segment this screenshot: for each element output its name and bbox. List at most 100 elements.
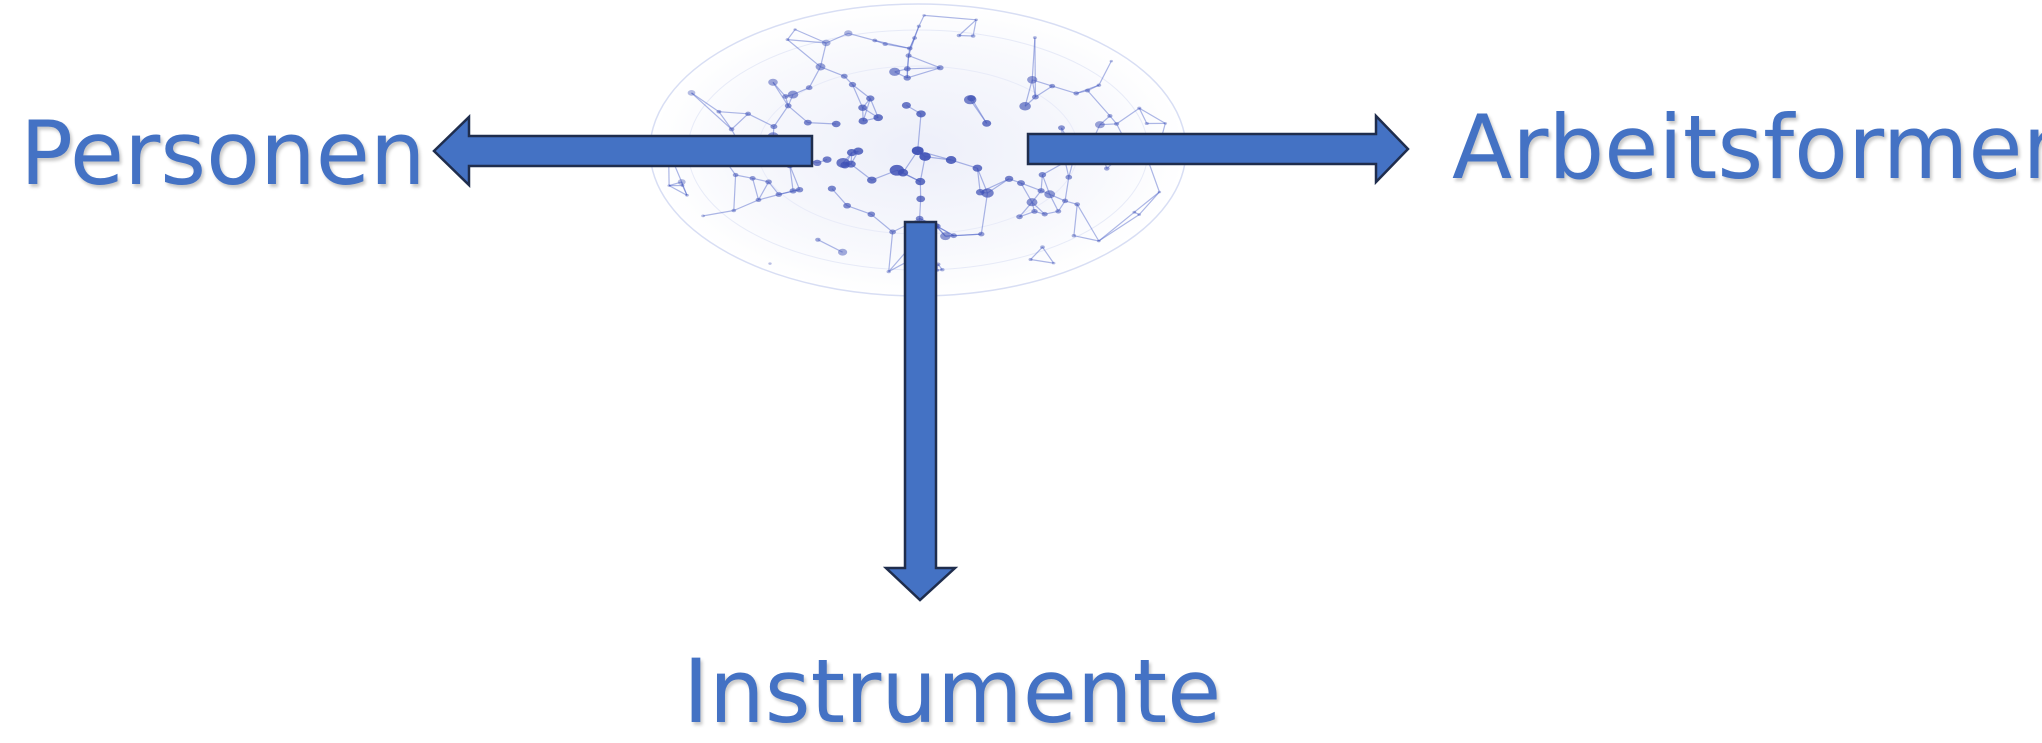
network-node bbox=[1029, 258, 1033, 261]
network-node bbox=[822, 40, 831, 46]
network-node bbox=[813, 160, 821, 166]
network-node bbox=[940, 268, 944, 271]
network-node bbox=[806, 85, 813, 90]
network-node bbox=[816, 63, 826, 70]
network-node bbox=[971, 34, 976, 37]
network-node bbox=[844, 30, 852, 36]
network-node bbox=[1073, 91, 1079, 95]
network-node bbox=[756, 198, 762, 202]
network-node bbox=[786, 38, 790, 41]
network-node bbox=[872, 39, 877, 43]
network-node bbox=[1107, 114, 1112, 118]
network-node bbox=[904, 66, 911, 71]
network-node bbox=[940, 232, 951, 240]
network-node bbox=[685, 194, 689, 197]
network-node bbox=[1044, 190, 1055, 198]
network-node bbox=[1137, 107, 1141, 110]
label-personen: Personen bbox=[20, 110, 426, 198]
network-node bbox=[974, 18, 978, 21]
network-node bbox=[957, 34, 962, 37]
network-node bbox=[982, 120, 991, 127]
network-node bbox=[1114, 122, 1119, 126]
network-node bbox=[973, 165, 983, 172]
network-node bbox=[846, 161, 856, 168]
network-node bbox=[937, 65, 944, 70]
network-node bbox=[843, 203, 851, 209]
network-node bbox=[849, 82, 856, 87]
network-node bbox=[776, 192, 783, 197]
network-node bbox=[916, 110, 926, 117]
network-node bbox=[902, 102, 911, 109]
network-node bbox=[1095, 121, 1105, 128]
network-node bbox=[1052, 262, 1056, 265]
label-arbeitsformen: Arbeitsformen bbox=[1452, 104, 2042, 192]
network-node bbox=[889, 68, 900, 76]
network-node bbox=[838, 249, 847, 256]
network-node bbox=[745, 112, 751, 116]
network-node bbox=[716, 110, 721, 114]
network-node bbox=[1027, 76, 1037, 84]
network-node bbox=[750, 176, 756, 181]
network-node bbox=[950, 233, 956, 238]
network-node bbox=[1055, 209, 1061, 213]
network-node bbox=[887, 270, 891, 273]
network-node bbox=[1039, 172, 1047, 178]
network-node bbox=[1031, 209, 1037, 214]
network-node bbox=[1033, 36, 1037, 39]
network-node bbox=[832, 121, 841, 127]
network-node bbox=[917, 25, 921, 28]
network-node bbox=[978, 232, 984, 237]
network-node bbox=[847, 149, 857, 156]
network-node bbox=[916, 196, 925, 203]
network-node bbox=[793, 28, 796, 31]
network-node bbox=[804, 120, 812, 126]
label-instrumente: Instrumente bbox=[683, 648, 1221, 736]
network-node bbox=[796, 187, 803, 192]
network-node bbox=[1042, 212, 1048, 217]
network-node bbox=[790, 188, 797, 193]
network-node bbox=[1016, 214, 1023, 219]
network-node bbox=[1110, 60, 1113, 63]
network-node bbox=[890, 165, 905, 176]
network-node bbox=[867, 211, 875, 217]
network-node bbox=[823, 156, 832, 163]
network-node bbox=[1019, 102, 1030, 111]
network-node bbox=[1005, 176, 1013, 182]
network-edge bbox=[1035, 38, 1036, 97]
network-node bbox=[866, 95, 874, 101]
network-node bbox=[867, 177, 876, 184]
network-node bbox=[1058, 125, 1065, 130]
network-node bbox=[733, 173, 739, 177]
network-node bbox=[883, 42, 888, 46]
network-node bbox=[1097, 240, 1101, 243]
network-node bbox=[815, 238, 820, 242]
network-node bbox=[946, 156, 957, 164]
network-node bbox=[1062, 199, 1068, 204]
network-node bbox=[922, 14, 926, 17]
network-node bbox=[1164, 122, 1168, 125]
network-node bbox=[785, 103, 792, 108]
network-node bbox=[1040, 245, 1045, 248]
network-node bbox=[1027, 198, 1038, 206]
network-node bbox=[1017, 180, 1025, 186]
network-node bbox=[1158, 191, 1162, 194]
network-node bbox=[907, 46, 913, 50]
network-node bbox=[912, 36, 917, 40]
network-node bbox=[1072, 234, 1077, 237]
network-node bbox=[768, 79, 778, 86]
network-node bbox=[1137, 213, 1141, 216]
network-node bbox=[1038, 188, 1045, 193]
network-node bbox=[678, 179, 686, 185]
network-node bbox=[903, 75, 910, 81]
network-node bbox=[667, 184, 670, 187]
network-node bbox=[1145, 122, 1149, 125]
network-node bbox=[731, 209, 736, 213]
network-node bbox=[1074, 202, 1080, 206]
network-node bbox=[841, 74, 848, 79]
network-node bbox=[828, 186, 836, 192]
network-node bbox=[916, 216, 924, 222]
network-node bbox=[1132, 211, 1136, 214]
network-node bbox=[765, 179, 772, 184]
network-node bbox=[770, 124, 777, 129]
network-node bbox=[788, 91, 799, 99]
